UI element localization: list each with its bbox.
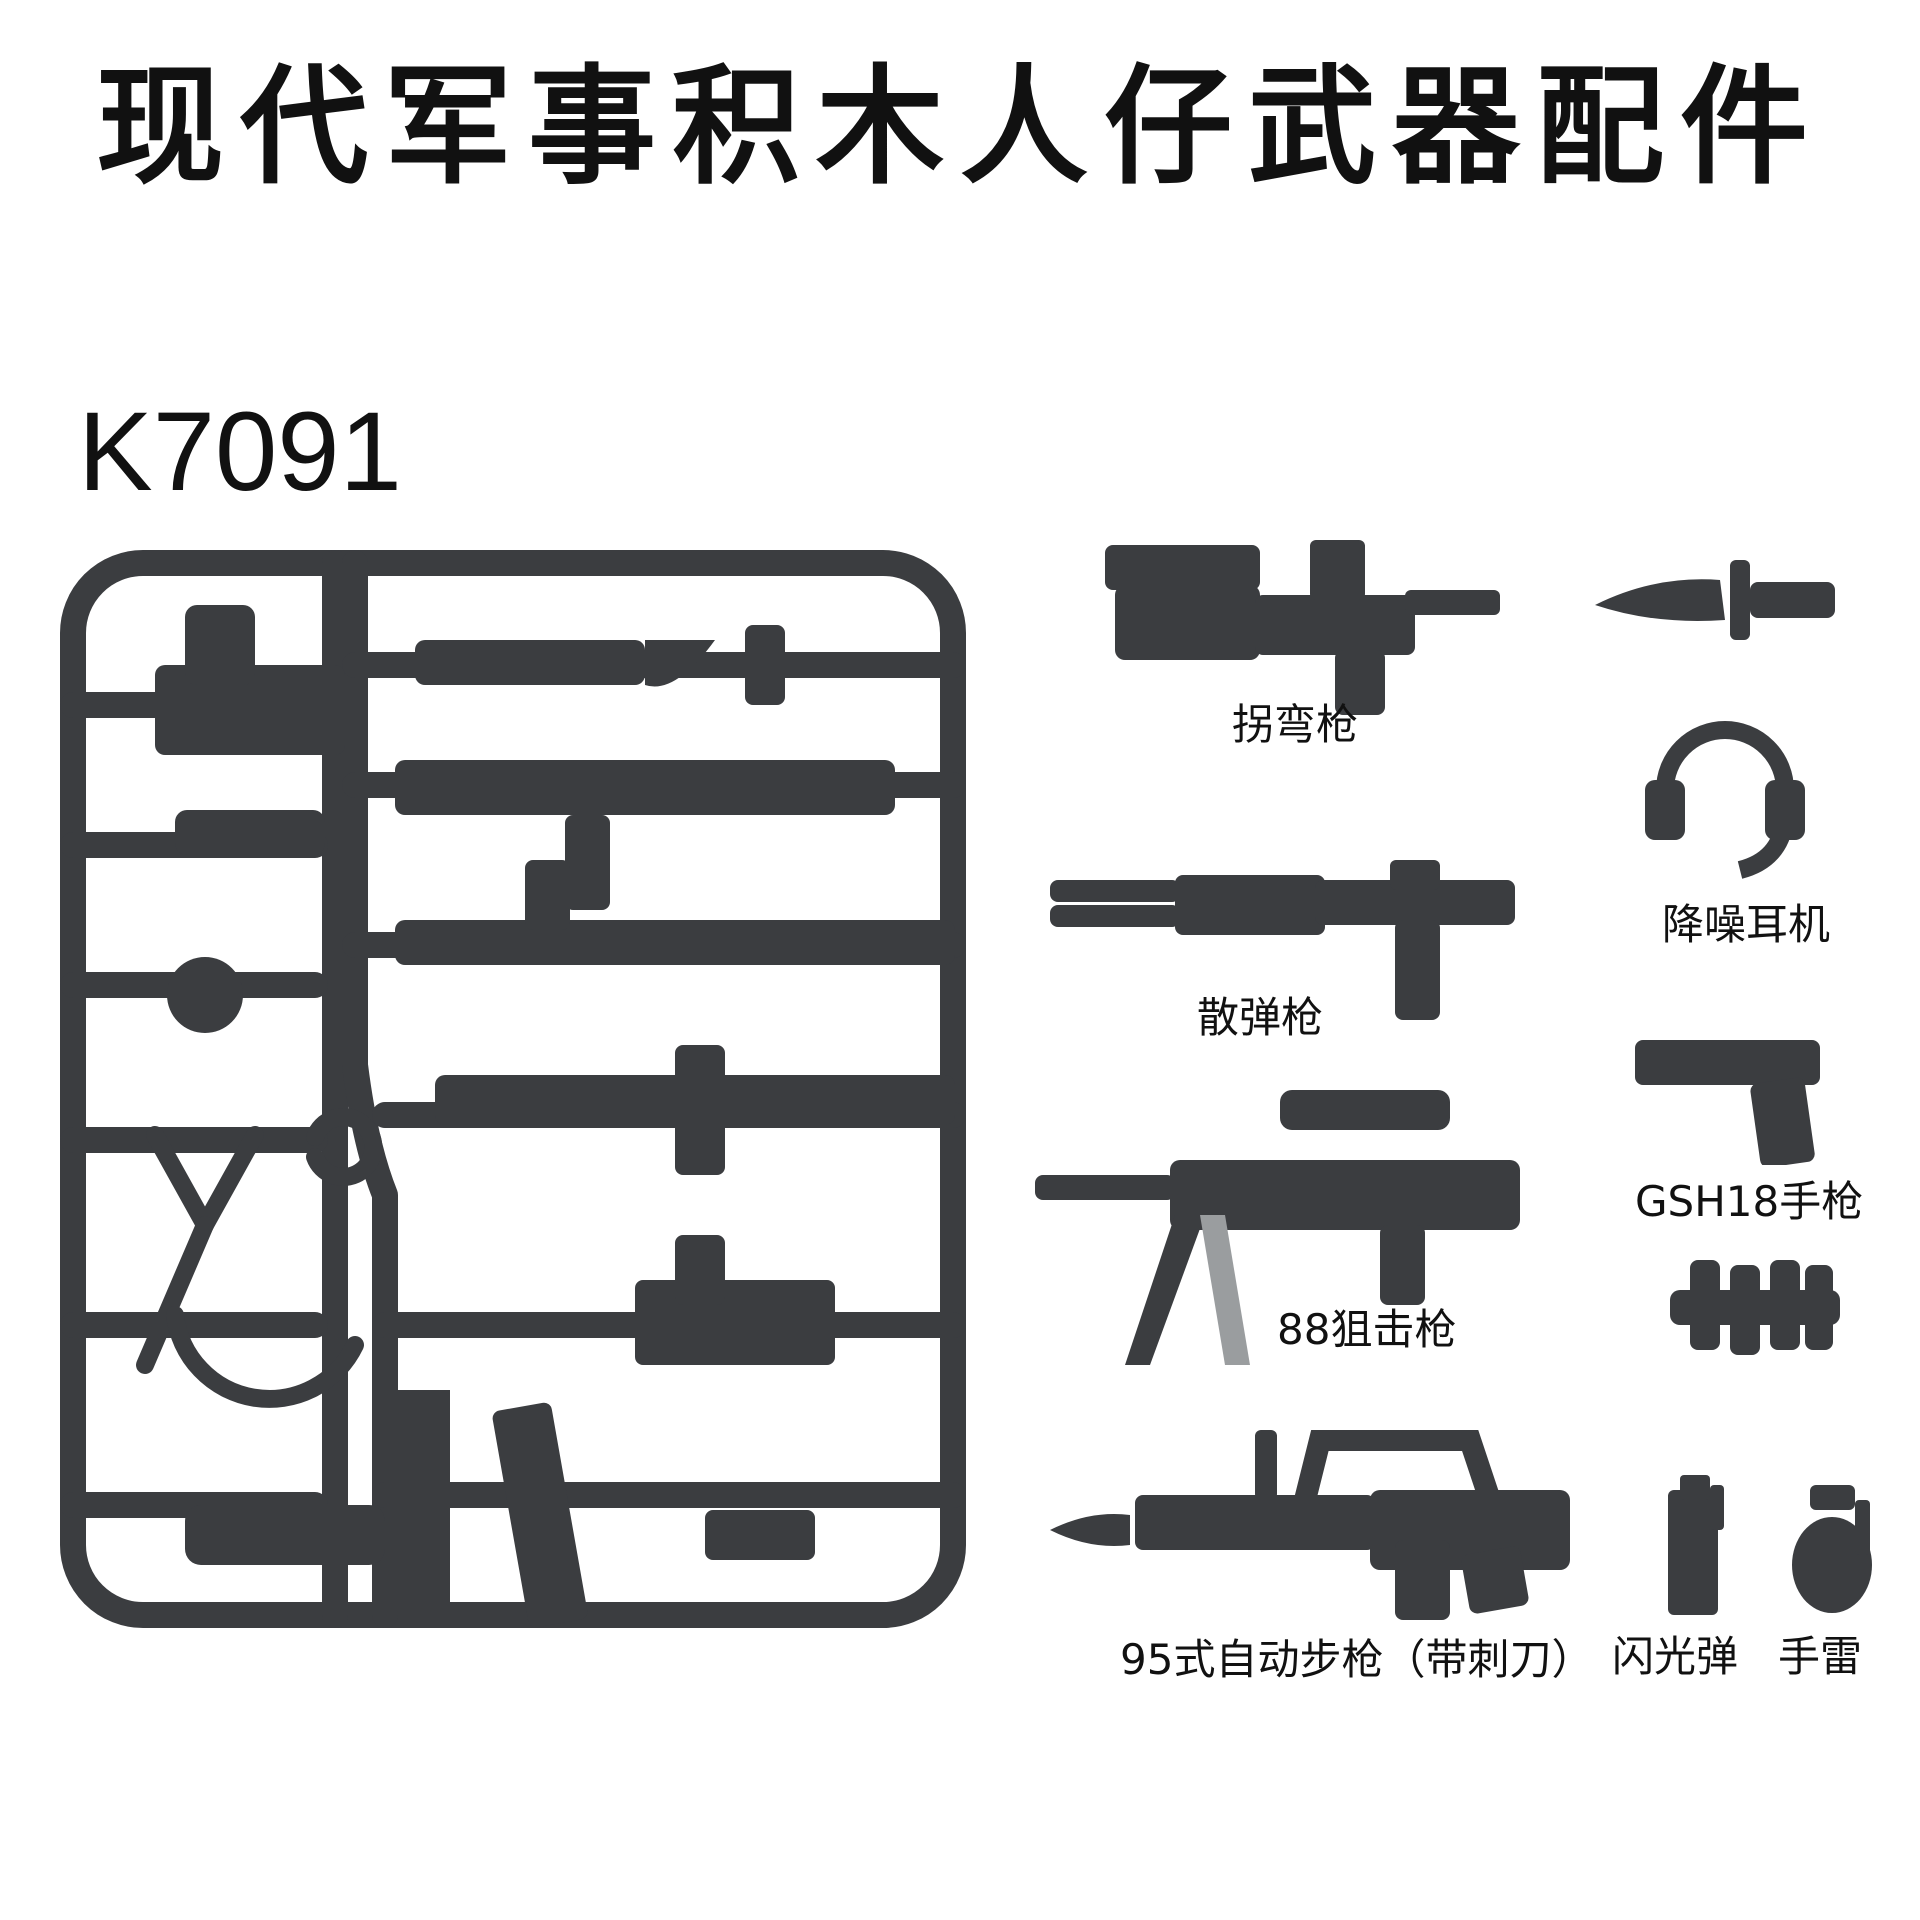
ammo-belt-icon [1670,1260,1840,1355]
sprue-frame-icon [60,550,966,1628]
item-label-grenade: 手雷 [1778,1632,1863,1681]
sniper-rifle-icon [1035,1090,1520,1365]
item-label-assault-rifle: 95式自动步枪（带刺刀） [1120,1635,1594,1684]
shotgun-icon [1050,860,1515,1020]
item-label-flashbang: 闪光弹 [1612,1632,1739,1681]
item-label-pistol: GSH18手枪 [1635,1177,1864,1226]
pistol-icon [1635,1040,1820,1165]
knife-icon [1595,560,1835,640]
item-label-corner-gun: 拐弯枪 [1232,700,1359,749]
headset-icon [1645,721,1805,879]
item-label-headset: 降噪耳机 [1662,900,1831,949]
item-label-shotgun: 散弹枪 [1197,993,1324,1042]
flashbang-icon [1668,1475,1724,1615]
assault-rifle-icon [1050,1430,1570,1620]
model-code: K7091 [78,389,402,514]
corner-gun-icon [1105,540,1500,715]
page-title: 现代军事积木人仔武器配件 [95,53,1824,202]
grenade-icon [1792,1485,1872,1613]
item-label-sniper-rifle: 88狙击枪 [1277,1305,1457,1354]
